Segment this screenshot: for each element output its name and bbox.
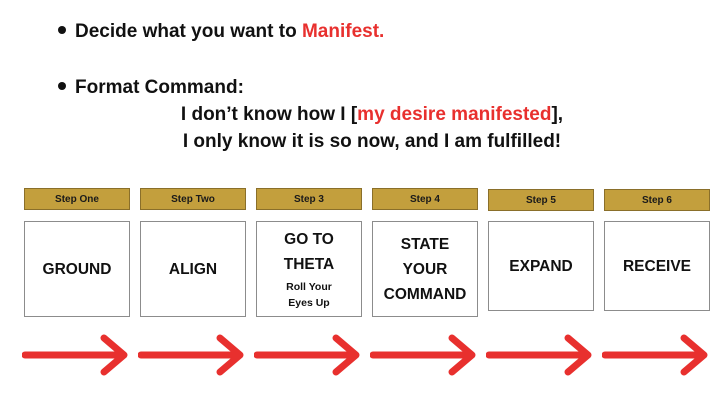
step-5-title: EXPAND: [509, 258, 573, 275]
step-6-title: RECEIVE: [622, 258, 692, 275]
step-4-title-line1: STATE: [400, 235, 450, 253]
bullet-dot-icon: [58, 25, 66, 34]
step-3-sub-line1: Roll Your: [286, 281, 332, 293]
arrow-right-icon: [254, 334, 360, 376]
step-1-box: GROUND: [24, 221, 130, 317]
step-3-header: Step 3: [256, 188, 362, 210]
step-2-box: ALIGN: [140, 221, 246, 317]
step-4-title-line2: YOUR: [402, 260, 448, 278]
step-2-title: ALIGN: [168, 260, 218, 278]
bullet-decide: Decide what you want to Manifest.: [58, 21, 384, 43]
step-5-header: Step 5: [488, 189, 594, 211]
bullet-format-command: Format Command:: [58, 77, 244, 99]
step-5-box: EXPAND: [488, 221, 594, 311]
command-line-1-pre: I don’t know how I [: [180, 104, 358, 125]
step-2-header: Step Two: [140, 188, 246, 210]
bullet-dot-icon: [58, 81, 66, 90]
arrow-right-icon: [602, 334, 708, 376]
step-1-header: Step One: [24, 188, 130, 210]
step-4-header: Step 4: [372, 188, 478, 210]
manifest-highlight: Manifest.: [301, 21, 385, 42]
bullet-format-text: Format Command:: [75, 77, 244, 98]
command-desire-highlight: my desire manifested: [357, 104, 552, 125]
step-6-header: Step 6: [604, 189, 710, 211]
bullet-decide-text: Decide what you want to: [75, 21, 302, 42]
step-3-title-line1: GO TO: [284, 231, 334, 248]
command-line-1: I don’t know how I [my desire manifested…: [12, 104, 720, 126]
command-line-2: I only know it is so now, and I am fulfi…: [182, 131, 562, 152]
step-3-box: GO TO THETA Roll Your Eyes Up: [256, 221, 362, 317]
arrow-right-icon: [22, 334, 128, 376]
step-1-title: GROUND: [42, 260, 112, 278]
step-3-sub-line2: Eyes Up: [288, 297, 330, 309]
arrow-right-icon: [370, 334, 476, 376]
command-line-1-post: ],: [551, 104, 564, 125]
arrow-right-icon: [486, 334, 592, 376]
step-4-title-line3: COMMAND: [383, 285, 467, 303]
step-3-title-line2: THETA: [283, 256, 335, 273]
step-4-box: STATE YOUR COMMAND: [372, 221, 478, 317]
step-6-box: RECEIVE: [604, 221, 710, 311]
arrow-right-icon: [138, 334, 244, 376]
